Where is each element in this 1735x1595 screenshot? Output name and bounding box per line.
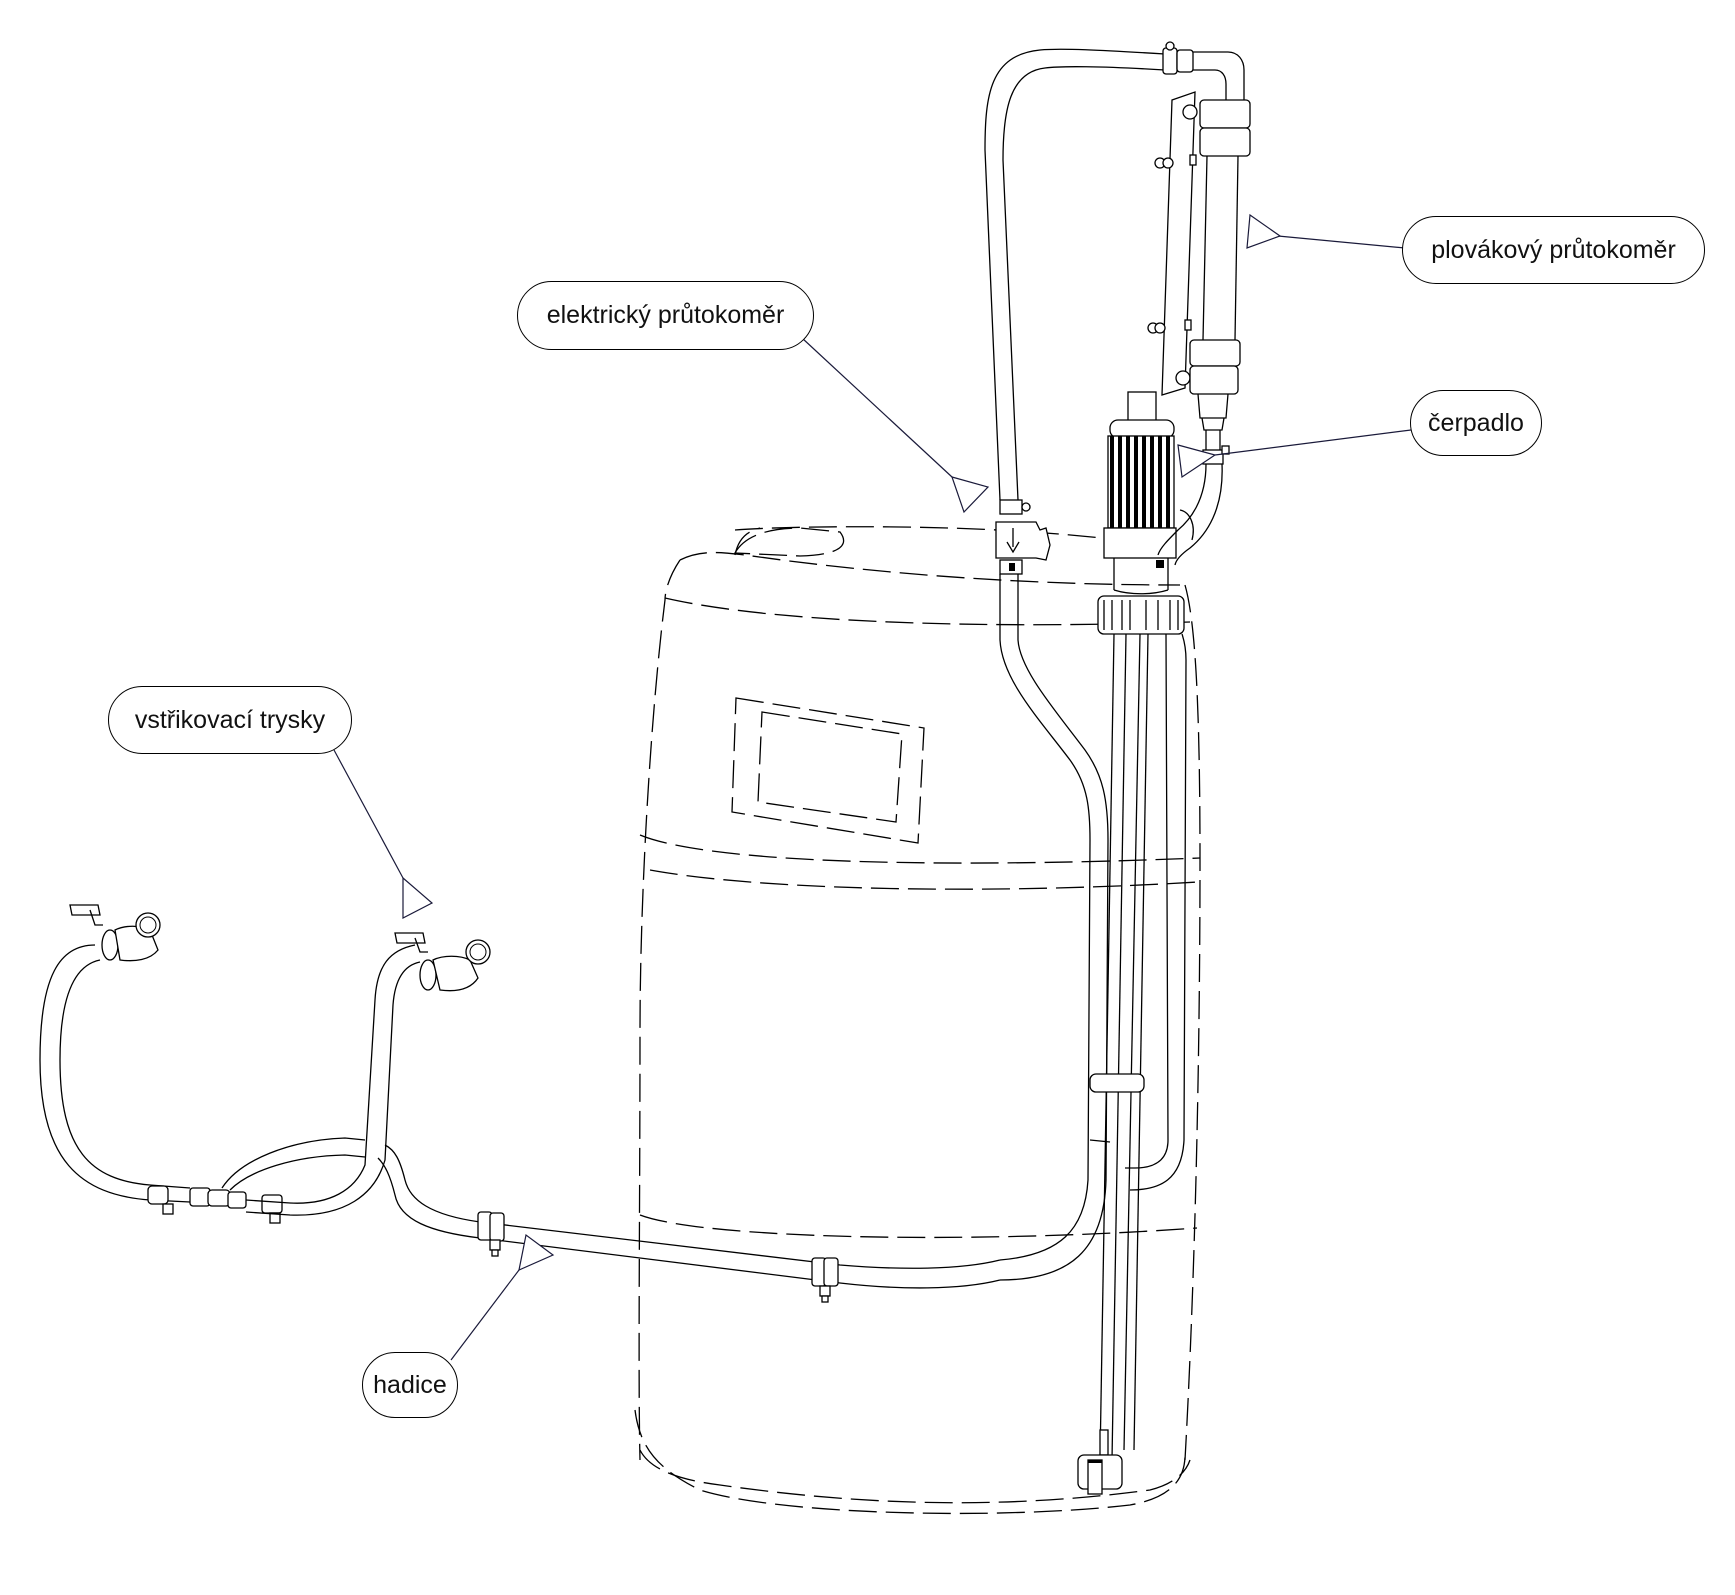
leader-pump xyxy=(1177,429,1412,479)
nozzle-valve-right xyxy=(394,932,491,992)
spacer-ring xyxy=(1089,1073,1145,1093)
leader-electric-flowmeter xyxy=(801,337,990,514)
label-text: elektrický průtokoměr xyxy=(546,301,785,329)
label-spray-nozzles: vstřikovací trysky xyxy=(108,686,352,754)
pump xyxy=(1077,391,1223,1495)
flow-direction-arrow-icon xyxy=(1006,528,1020,554)
label-pump: čerpadlo xyxy=(1410,390,1542,456)
motor-fins xyxy=(1110,436,1170,528)
label-recess xyxy=(731,697,925,844)
leader-hose xyxy=(450,1233,555,1361)
tank xyxy=(634,526,1201,1515)
label-text: plovákový průtokoměr xyxy=(1431,235,1676,264)
label-text: čerpadlo xyxy=(1428,408,1524,437)
label-electric-flowmeter: elektrický průtokoměr xyxy=(517,281,814,350)
spray-hose xyxy=(377,1144,1001,1303)
label-float-flowmeter: plovákový průtokoměr xyxy=(1402,216,1705,284)
label-text: vstřikovací trysky xyxy=(134,705,326,734)
tank-collar xyxy=(1097,595,1185,635)
bolts xyxy=(1147,104,1198,386)
spray-nozzles xyxy=(39,904,491,1224)
nozzle-clamp xyxy=(811,1257,839,1303)
electric-flowmeter xyxy=(995,499,1109,1281)
float-flowmeter xyxy=(1147,51,1251,465)
filler-cap xyxy=(733,527,845,557)
flowmeter-body xyxy=(995,521,1051,561)
leader-float-flowmeter xyxy=(1246,213,1406,249)
label-text: hadice xyxy=(373,1370,447,1399)
mounting-plate xyxy=(1161,91,1196,396)
label-hose: hadice xyxy=(362,1352,458,1418)
return-hose xyxy=(984,41,1194,501)
nozzle-clamp xyxy=(477,1211,505,1257)
nozzle-valve-left xyxy=(69,904,161,962)
leader-spray-nozzles xyxy=(333,749,434,919)
